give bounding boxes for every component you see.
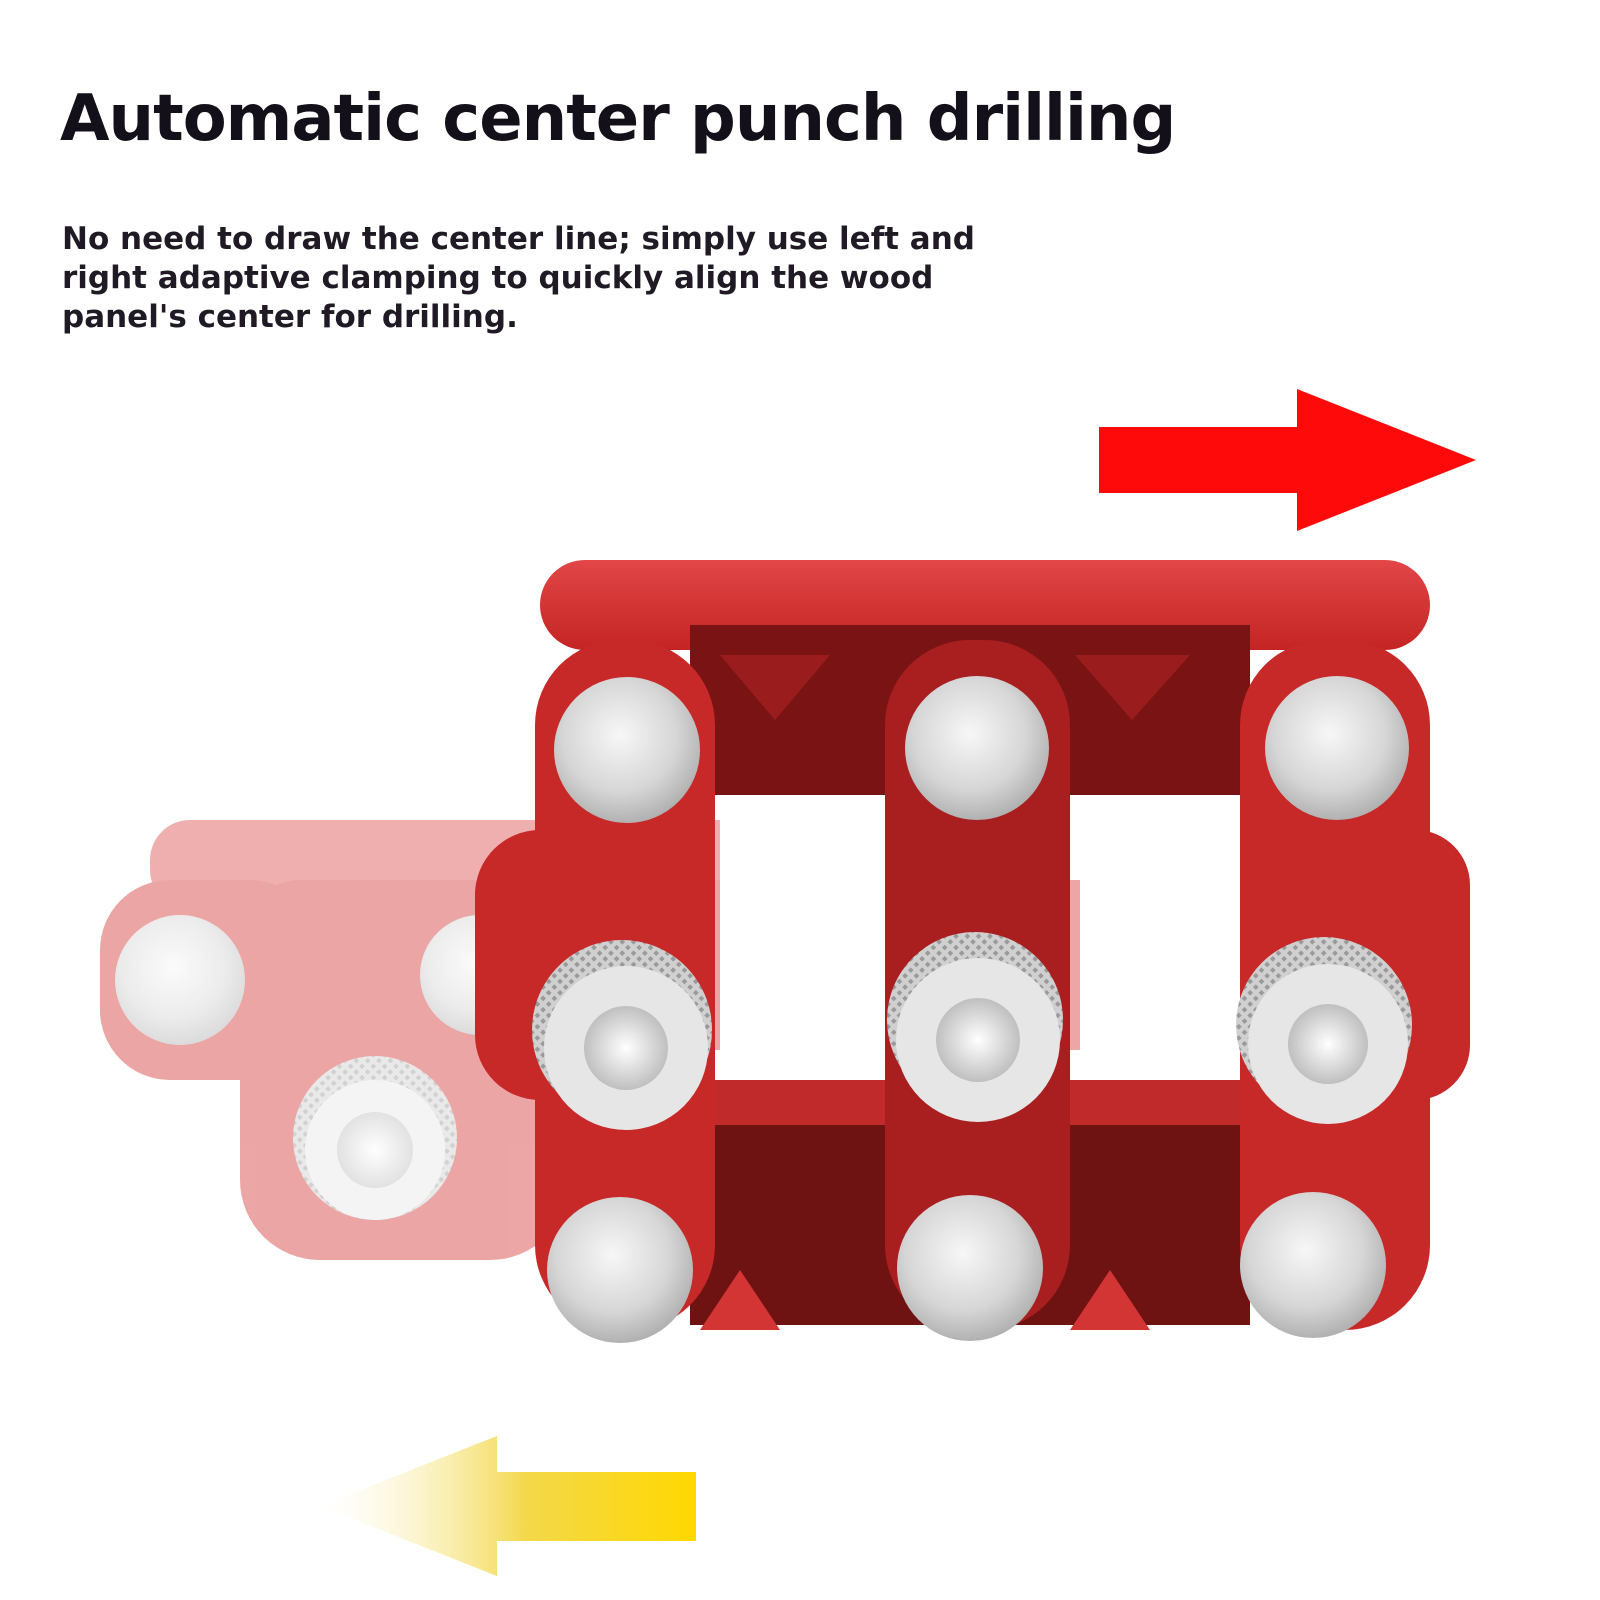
arrow-right-icon	[1099, 389, 1476, 531]
arrow-left-icon	[320, 1436, 696, 1576]
page-title: Automatic center punch drilling	[60, 82, 1176, 156]
center-punch-jig	[475, 560, 1470, 1343]
description-text: No need to draw the center line; simply …	[62, 221, 975, 335]
